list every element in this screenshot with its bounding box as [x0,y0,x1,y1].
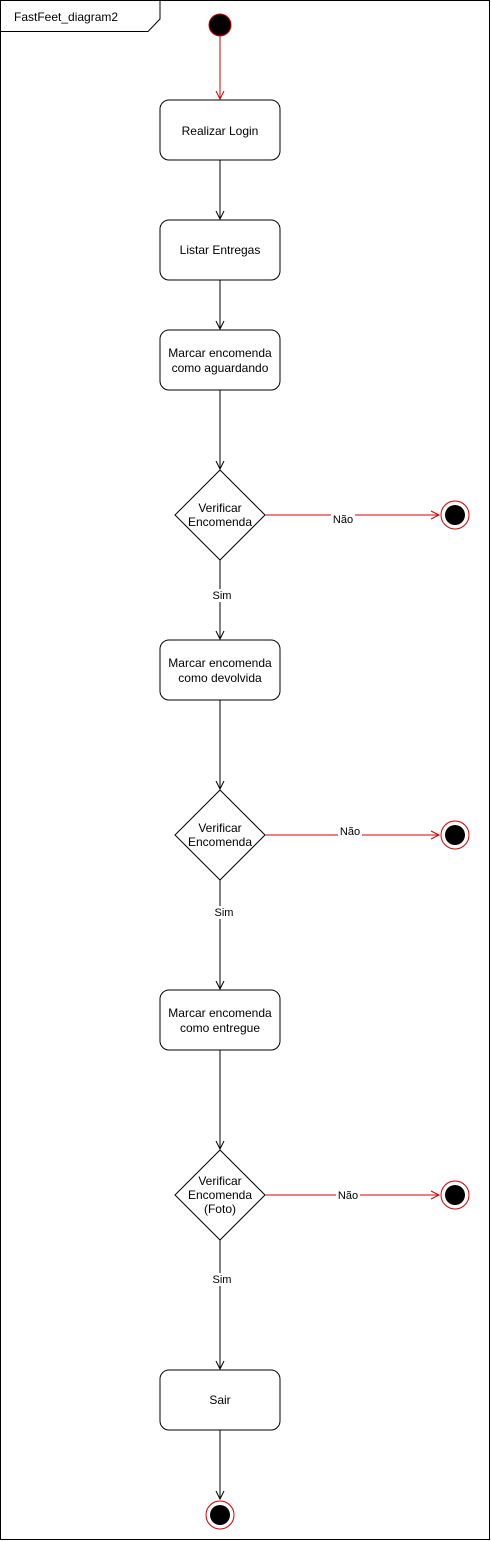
final-node-3 [440,1180,470,1210]
edge-label-yes-2: Sim [215,907,234,919]
action-label: Realizar Login [182,124,259,138]
decision-label-line-3: (Foto) [204,1202,236,1216]
action-label-line-1: Marcar encomenda [168,1006,272,1020]
edge-label-no-3: Não [338,1190,358,1202]
final-node-1 [440,500,470,530]
decision-label-line-2: Encomenda [188,1188,252,1202]
decision-label-line-1: Verificar [198,501,241,515]
decision-label-line-2: Encomenda [188,835,252,849]
frame-title: FastFeet_diagram2 [14,10,118,24]
action-marcar-devolvida: Marcar encomenda como devolvida [159,639,281,701]
action-label-line-2: como entregue [180,1021,260,1035]
edge-label-yes-3: Sim [213,1274,232,1286]
initial-node [208,13,232,37]
decision-verificar-encomenda-2: Verificar Encomenda [174,789,266,881]
decision-verificar-encomenda-1: Verificar Encomenda [174,469,266,561]
action-realizar-login: Realizar Login [159,99,281,161]
final-node-end [205,1500,235,1530]
action-label: Listar Entregas [180,243,261,257]
action-label-line-1: Marcar encomenda [168,656,272,670]
edge-label-no-2: Não [340,826,360,838]
final-node-2 [440,820,470,850]
action-label-line-1: Marcar encomenda [168,346,272,360]
action-sair: Sair [159,1369,281,1431]
decision-verificar-encomenda-foto: Verificar Encomenda (Foto) [174,1149,266,1241]
edge-label-no-1: Não [333,514,353,526]
action-label-line-2: como aguardando [172,361,269,375]
action-label-line-2: como devolvida [178,671,262,685]
decision-label-line-1: Verificar [198,821,241,835]
action-label: Sair [209,1393,230,1407]
action-marcar-entregue: Marcar encomenda como entregue [159,989,281,1051]
frame-title-tab [0,0,161,32]
action-listar-entregas: Listar Entregas [159,219,281,281]
decision-label-line-2: Encomenda [188,515,252,529]
decision-label-line-1: Verificar [198,1174,241,1188]
edge-label-yes-1: Sim [213,590,232,602]
action-marcar-aguardando: Marcar encomenda como aguardando [159,329,281,391]
